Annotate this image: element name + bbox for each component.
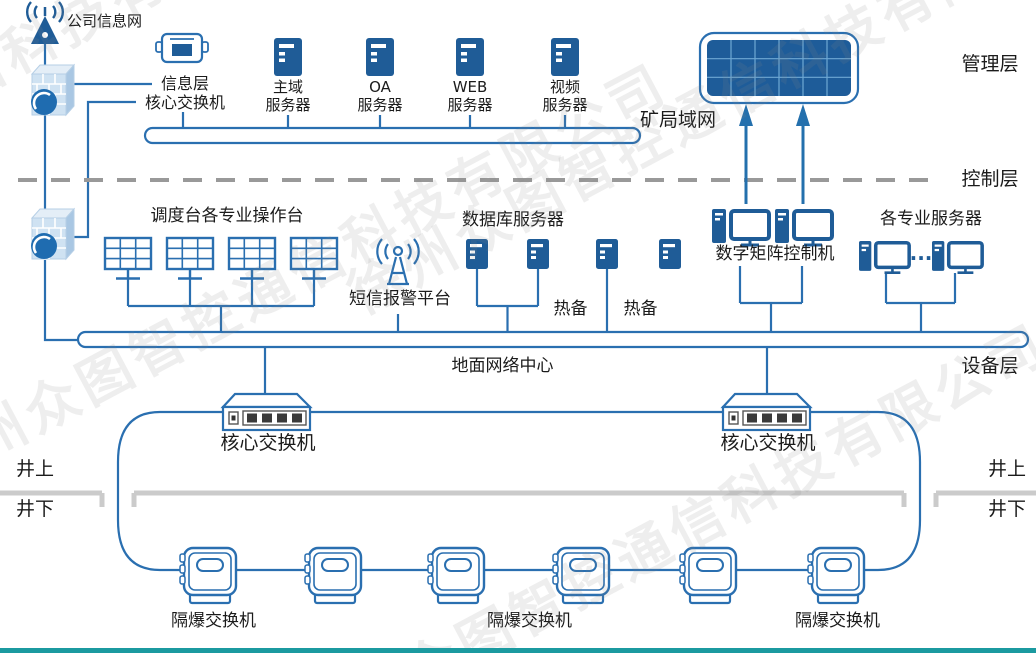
web-server-icon bbox=[456, 38, 484, 76]
flameproof-switch-label: 隔爆交换机 bbox=[487, 611, 572, 631]
dispatch-console-icon bbox=[103, 236, 153, 280]
professional-servers-label: 各专业服务器 bbox=[880, 209, 982, 229]
database-server-icon bbox=[466, 239, 488, 269]
flameproof-switch-icon bbox=[426, 546, 486, 605]
company-network-antenna-icon bbox=[26, 1, 64, 44]
oa-server-icon bbox=[366, 38, 394, 76]
mine-lan-bus bbox=[143, 126, 642, 145]
flameproof-switch-icon bbox=[806, 546, 866, 605]
control-layer-label: 控制层 bbox=[961, 168, 1019, 190]
firewall-icon-control bbox=[29, 207, 76, 261]
domain-server-label: 主域 服务器 bbox=[265, 78, 311, 114]
sms-alarm-antenna-icon bbox=[376, 238, 420, 286]
flameproof-switch-icon bbox=[551, 546, 611, 605]
flameproof-switch-icon bbox=[303, 546, 363, 605]
ground-network-center-label: 地面网络中心 bbox=[451, 356, 554, 376]
dispatch-console-icon bbox=[227, 236, 277, 280]
flameproof-switch-label: 隔爆交换机 bbox=[171, 611, 256, 631]
hot-standby-label-right: 热备 bbox=[623, 299, 658, 319]
core-switch-left-label: 核心交换机 bbox=[220, 432, 316, 454]
professional-server-icon bbox=[857, 239, 911, 275]
hot-standby-label-left: 热备 bbox=[553, 299, 588, 319]
device-layer-bus bbox=[76, 330, 1030, 349]
flameproof-switch-icon bbox=[178, 546, 238, 605]
surface-below-label-left: 井下 bbox=[15, 498, 54, 520]
database-server-icon bbox=[659, 239, 681, 269]
video-server-label: 视频 服务器 bbox=[542, 78, 588, 114]
surface-above-label-right: 井上 bbox=[987, 458, 1026, 480]
matrix-controller-icon bbox=[710, 207, 771, 247]
video-wall-uplink-arrows bbox=[739, 104, 810, 204]
connector-lines bbox=[43, 44, 957, 394]
management-layer-label: 管理层 bbox=[961, 53, 1019, 75]
surface-above-label-left: 井上 bbox=[15, 458, 54, 480]
professional-server-icon bbox=[930, 239, 984, 275]
dispatch-consoles-label: 调度台各专业操作台 bbox=[150, 206, 304, 226]
matrix-controller-label: 数字矩阵控制机 bbox=[715, 244, 835, 264]
ellipsis: ··· bbox=[909, 246, 933, 270]
matrix-controller-icon bbox=[773, 207, 834, 247]
web-server-label: WEB 服务器 bbox=[447, 78, 493, 114]
mine-lan-label: 矿局域网 bbox=[639, 109, 716, 131]
database-server-icon bbox=[596, 239, 618, 269]
company-network-label: 公司信息网 bbox=[67, 12, 143, 30]
device-layer-label: 设备层 bbox=[961, 355, 1019, 377]
dispatch-console-icon bbox=[289, 236, 339, 280]
info-core-switch-label: 信息层 核心交换机 bbox=[144, 74, 225, 112]
firewall-icon-top bbox=[29, 63, 76, 117]
oa-server-label: OA 服务器 bbox=[357, 78, 403, 114]
core-switch-right-icon bbox=[721, 392, 812, 432]
bottom-accent-bar bbox=[0, 648, 1036, 653]
video-wall-icon bbox=[698, 31, 860, 105]
surface-below-label-right: 井下 bbox=[987, 498, 1026, 520]
database-servers-label: 数据库服务器 bbox=[462, 210, 564, 230]
flameproof-switch-icon bbox=[678, 546, 738, 605]
info-core-switch-icon bbox=[155, 32, 209, 64]
surface-divider-line bbox=[0, 490, 1036, 507]
video-server-icon bbox=[551, 38, 579, 76]
core-switch-right-label: 核心交换机 bbox=[720, 432, 816, 454]
sms-alarm-label: 短信报警平台 bbox=[349, 289, 451, 309]
core-switch-left-icon bbox=[221, 392, 312, 432]
domain-server-icon bbox=[274, 38, 302, 76]
database-server-icon bbox=[527, 239, 549, 269]
flameproof-switch-label: 隔爆交换机 bbox=[795, 611, 880, 631]
dispatch-console-icon bbox=[165, 236, 215, 280]
